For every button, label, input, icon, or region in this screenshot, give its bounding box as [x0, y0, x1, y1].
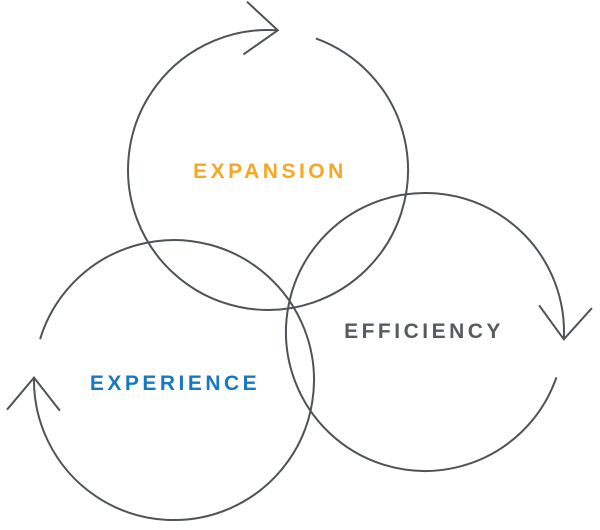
expansion-label: EXPANSION — [193, 160, 347, 183]
expansion-circle: EXPANSION — [127, 0, 409, 311]
experience-circle: EXPERIENCE — [6, 239, 315, 522]
efficiency-circle-arc — [285, 191, 565, 472]
experience-circle-arc — [32, 239, 315, 522]
arrow-up-icon — [6, 376, 61, 412]
expansion-circle-arc — [127, 28, 409, 311]
arrow-down-icon — [538, 304, 593, 341]
efficiency-circle: EFFICIENCY — [285, 191, 593, 472]
arrow-right-icon — [242, 0, 280, 56]
efficiency-label: EFFICIENCY — [344, 320, 504, 343]
experience-label: EXPERIENCE — [90, 372, 260, 395]
